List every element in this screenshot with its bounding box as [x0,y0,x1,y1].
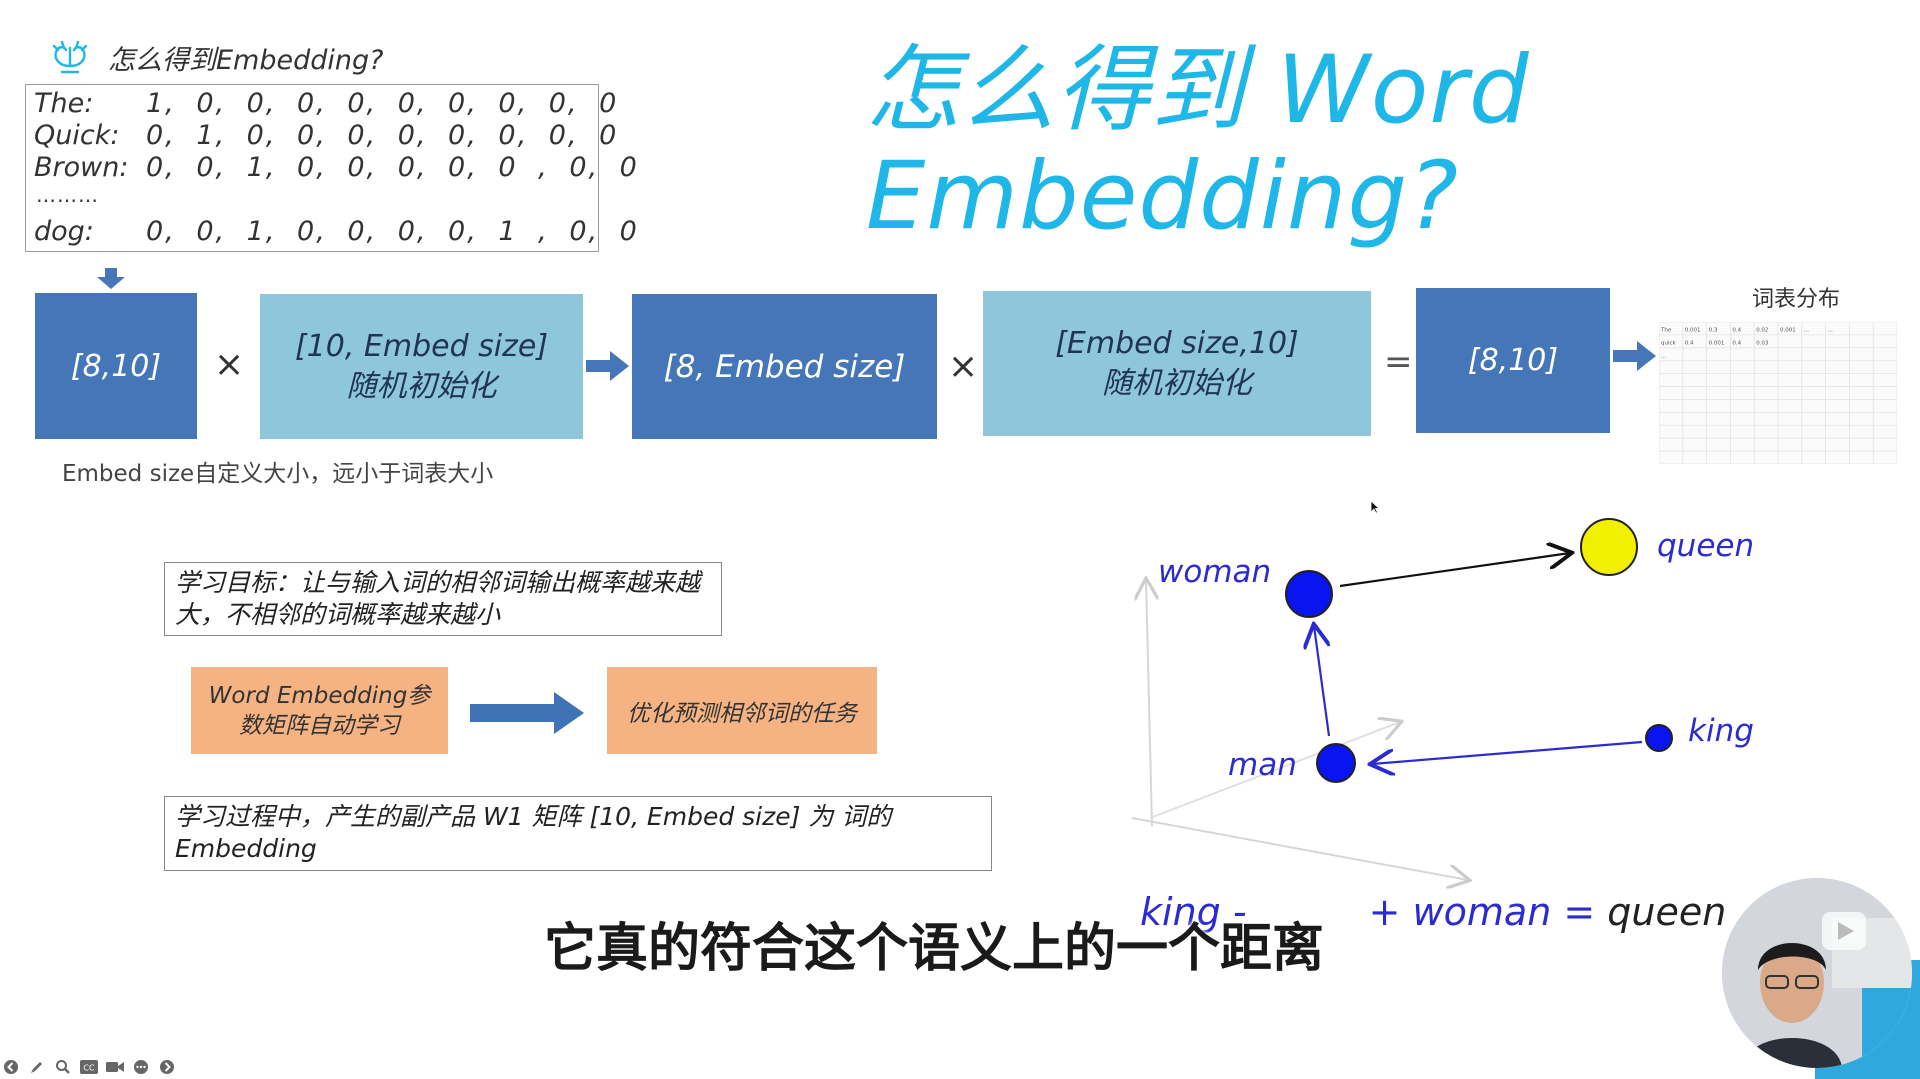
camera-icon[interactable] [106,1058,124,1076]
matrix-row: Quick: 0, 1, 0, 0, 0, 0, 0, 0, 0, 0 [34,119,618,151]
one-hot-matrix: The: 1, 0, 0, 0, 0, 0, 0, 0, 0, 0 Quick:… [25,84,637,252]
w1-init: 随机初始化 [346,368,497,404]
svg-text:CC: CC [83,1064,95,1073]
equation-end: queen [1607,890,1727,934]
brain-logo-icon [52,40,88,74]
presenter-webcam [1722,878,1912,1068]
learning-goal: 学习目标：让与输入词的相邻词输出概率越来越大，不相邻的词概率越来越小 [164,562,722,636]
neighbor-prediction-box: 优化预测相邻词的任务 [607,667,877,754]
row-word: Quick: [34,119,120,151]
zoom-icon[interactable] [54,1058,72,1076]
equation-start: king - [1140,890,1259,934]
learning-process-note: 学习过程中，产生的副产品 W1 矩阵 [10, Embed size] 为 词的… [164,796,992,871]
equals-sign: = [1384,342,1413,382]
back-icon[interactable] [2,1058,20,1076]
flow-arrow-icon [470,692,584,734]
woman-point [1285,570,1333,618]
video-subtitle: 它真的符合这个语义上的一个距离 [544,919,1325,979]
matrix-row: The: 1, 0, 0, 0, 0, 0, 0, 0, 0, 0 [34,87,618,119]
row-word: Brown: [34,151,129,183]
vocab-cell: 0.4 [1732,341,1741,347]
vocab-cell: 0.4 [1685,341,1694,347]
woman-to-queen-arrow [1339,553,1570,588]
king-to-man-arrow [1372,740,1643,764]
label-queen: queen [1657,528,1755,564]
row-values: 0, 0, 1, 0, 0, 0, 0, 1 , 0, 0 [146,215,639,247]
vocab-cell: 0.03 [1756,341,1769,347]
w1-matrix-block: [10, Embed size] 随机初始化 [260,294,583,439]
row-values: 1, 0, 0, 0, 0, 0, 0, 0, 0, 0 [146,87,619,119]
embed-size-note: Embed size自定义大小，远小于词表大小 [62,461,494,487]
presentation-toolbar: CC [2,1057,176,1077]
vector-equation: king - + woman = queen [1140,890,1726,934]
matrix-row: Brown: 0, 0, 1, 0, 0, 0, 0, 0 , 0, 0 [34,151,639,183]
vocab-cell: quick [1661,341,1677,347]
w2-matrix-block: [Embed size,10] 随机初始化 [983,291,1371,436]
right-arrow-icon [1613,341,1656,371]
vocab-cell: 0.02 [1756,328,1768,334]
input-matrix-block: [8,10] [35,293,197,439]
embedding-learning-line1: Word Embedding参 [208,682,431,709]
title-line-2: Embedding? [866,142,1460,251]
mouse-cursor-icon [1370,500,1380,514]
row-values: 0, 0, 1, 0, 0, 0, 0, 0 , 0, 0 [146,151,639,183]
label-king: king [1688,713,1754,749]
vocab-cell: ... [1828,328,1833,334]
forward-icon[interactable] [158,1058,176,1076]
man-to-woman-arrow [1314,626,1331,737]
embedding-learning-box: Word Embedding参 数矩阵自动学习 [191,667,448,754]
row-values: 0, 1, 0, 0, 0, 0, 0, 0, 0, 0 [146,119,619,151]
equation-middle: + woman = [1368,890,1608,934]
vocab-cell: 0.001 [1685,328,1701,334]
vocab-cell: 0.001 [1709,341,1725,347]
matrix-ellipsis: ……… [36,183,99,207]
presenter-avatar [1722,878,1912,1068]
row-word: The: [34,87,94,119]
vocab-cell: ... [1804,328,1809,334]
row-word: dog: [34,215,94,247]
vocab-distribution-title: 词表分布 [1752,287,1841,312]
w1-shape: [10, Embed size] [294,328,549,364]
label-man: man [1228,747,1297,783]
matrix-row: dog: 0, 0, 1, 0, 0, 0, 0, 1 , 0, 0 [34,215,639,247]
king-point [1645,724,1673,752]
w2-shape: [Embed size,10] [1055,325,1299,361]
vocab-cell: The [1660,328,1672,334]
queen-point [1580,518,1638,576]
slide-title: 怎么得到 Word Embedding? [866,38,1566,250]
output-matrix-block: [8,10] [1416,288,1610,433]
hidden-matrix-block: [8, Embed size] [632,294,937,439]
axis-x [1131,817,1468,880]
multiply-sign: × [214,344,245,385]
title-line-1: 怎么得到 Word [866,36,1530,145]
header-label: 怎么得到Embedding? [108,45,384,76]
vocab-cell: ... [1661,354,1666,360]
pen-icon[interactable] [28,1058,46,1076]
label-woman: woman [1158,554,1272,590]
captions-icon[interactable]: CC [80,1058,98,1076]
axis-z [1149,722,1400,819]
axis-y [1146,580,1152,827]
down-arrow-icon [97,268,125,289]
vocab-distribution-table: The 0.001 0.3 0.4 0.02 0.001...... quick 0.4 0.0… [1659,322,1897,464]
multiply-sign: × [948,346,979,387]
vocab-cell: 0.3 [1709,328,1718,334]
vocab-cell: 0.4 [1732,328,1741,334]
vocab-cell: 0.001 [1780,328,1796,334]
embedding-learning-line2: 数矩阵自动学习 [238,712,400,739]
right-arrow-icon [586,351,629,381]
more-icon[interactable] [132,1058,150,1076]
word-vector-diagram [1131,518,1673,900]
man-point [1316,743,1356,783]
w2-init: 随机初始化 [1101,365,1252,401]
